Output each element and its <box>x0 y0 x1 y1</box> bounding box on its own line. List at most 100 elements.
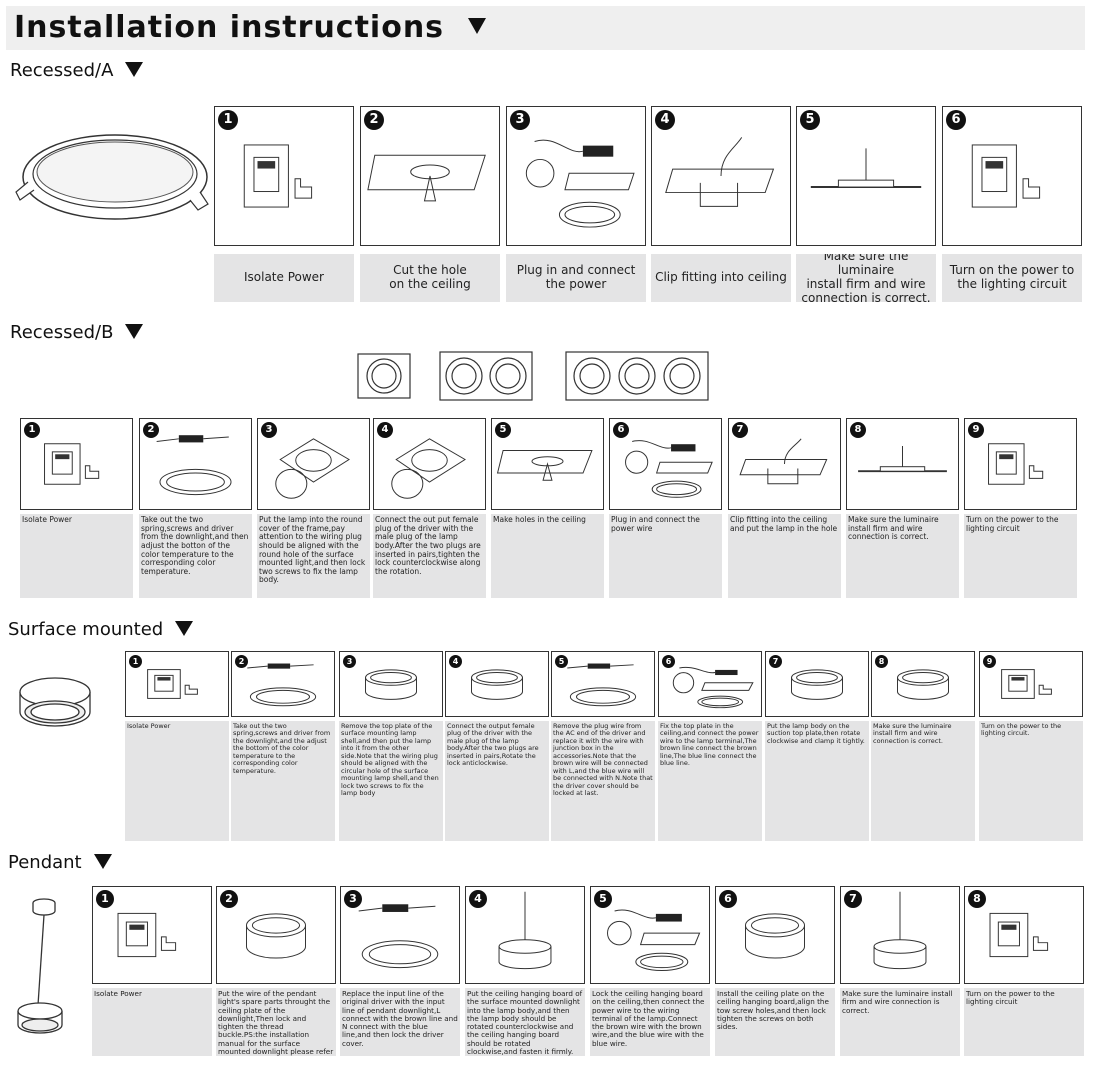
step-illustration: 7 <box>840 886 960 984</box>
step-illustration: 6 <box>715 886 835 984</box>
recessed-b-product-image <box>350 348 730 406</box>
step-caption: Plug in and connect the power wire <box>609 514 722 598</box>
step-illustration: 1 <box>214 106 354 246</box>
step-illustration: 6 <box>942 106 1082 246</box>
step-number-badge: 2 <box>235 655 248 668</box>
step-illustration: 4 <box>373 418 486 510</box>
triangle-down-icon <box>125 62 144 77</box>
step-illustration: 7 <box>765 651 869 717</box>
step-caption: Install the ceiling plate on the ceiling… <box>715 988 835 1056</box>
recessed-a-product-image <box>10 122 210 232</box>
step-number-badge: 5 <box>594 890 612 908</box>
step-number-badge: 5 <box>495 422 511 438</box>
step-illustration: 3 <box>339 651 443 717</box>
title-triangle-icon <box>468 18 486 34</box>
step-number-badge: 8 <box>875 655 888 668</box>
step-caption: Turn on the power to the lighting circui… <box>979 721 1083 841</box>
step-number-badge: 6 <box>946 110 966 130</box>
step-illustration: 4 <box>651 106 791 246</box>
step-illustration: 1 <box>125 651 229 717</box>
step-number-badge: 4 <box>469 890 487 908</box>
step-caption: Isolate Power <box>20 514 133 598</box>
section-heading-pendant: Pendant <box>8 852 112 873</box>
page-title: Installation instructions <box>14 10 445 45</box>
step-caption: Isolate Power <box>214 254 354 302</box>
step-caption: Put the wire of the pendant light's spar… <box>216 988 336 1056</box>
step-number-badge: 6 <box>613 422 629 438</box>
step-illustration: 8 <box>964 886 1084 984</box>
step-number-badge: 1 <box>218 110 238 130</box>
section-heading-recessed-b: Recessed/B <box>10 322 144 343</box>
step-number-badge: 6 <box>719 890 737 908</box>
step-number-badge: 5 <box>800 110 820 130</box>
step-number-badge: 8 <box>968 890 986 908</box>
step-illustration: 2 <box>360 106 500 246</box>
pendant-product-image <box>8 895 72 1045</box>
step-caption: Make sure the luminaire install firm and… <box>796 254 936 302</box>
step-number-badge: 5 <box>555 655 568 668</box>
step-caption: Take out the two spring,screws and drive… <box>139 514 252 598</box>
section-heading-surface-mounted: Surface mounted <box>8 619 194 640</box>
step-illustration: 9 <box>964 418 1077 510</box>
step-illustration: 7 <box>728 418 841 510</box>
surface-mounted-product-image <box>14 670 96 736</box>
step-caption: Fix the top plate in the ceiling,and con… <box>658 721 762 841</box>
step-caption: Isolate Power <box>92 988 212 1056</box>
step-number-badge: 2 <box>364 110 384 130</box>
step-number-badge: 3 <box>510 110 530 130</box>
step-caption: Make holes in the ceiling <box>491 514 604 598</box>
title-bar: Installation instructions <box>6 6 1085 50</box>
step-number-badge: 4 <box>655 110 675 130</box>
step-number-badge: 2 <box>143 422 159 438</box>
step-illustration: 5 <box>491 418 604 510</box>
step-illustration: 1 <box>20 418 133 510</box>
triangle-down-icon <box>175 621 194 636</box>
step-illustration: 4 <box>465 886 585 984</box>
step-number-badge: 9 <box>983 655 996 668</box>
triangle-down-icon <box>93 854 112 869</box>
section-heading-recessed-a: Recessed/A <box>10 60 144 81</box>
step-number-badge: 1 <box>96 890 114 908</box>
step-caption: Clip fitting into ceiling <box>651 254 791 302</box>
step-illustration: 8 <box>846 418 959 510</box>
step-illustration: 9 <box>979 651 1083 717</box>
step-number-badge: 7 <box>732 422 748 438</box>
step-illustration: 1 <box>92 886 212 984</box>
step-number-badge: 4 <box>377 422 393 438</box>
step-number-badge: 1 <box>129 655 142 668</box>
step-number-badge: 8 <box>850 422 866 438</box>
step-illustration: 5 <box>590 886 710 984</box>
step-caption: Cut the hole on the ceiling <box>360 254 500 302</box>
step-illustration: 3 <box>340 886 460 984</box>
step-caption: Take out the two spring,screws and drive… <box>231 721 335 841</box>
step-caption: Turn on the power to the lighting circui… <box>964 514 1077 598</box>
step-number-badge: 6 <box>662 655 675 668</box>
step-illustration: 8 <box>871 651 975 717</box>
step-number-badge: 4 <box>449 655 462 668</box>
step-caption: Lock the ceiling hanging board on the ce… <box>590 988 710 1056</box>
step-caption: Make sure the luminaire install firm and… <box>840 988 960 1056</box>
step-number-badge: 3 <box>343 655 356 668</box>
step-caption: Make sure the luminaire install firm and… <box>871 721 975 841</box>
section-heading-text: Pendant <box>8 852 82 873</box>
step-illustration: 4 <box>445 651 549 717</box>
step-caption: Isolate Power <box>125 721 229 841</box>
step-caption: Turn on the power to the lighting circui… <box>964 988 1084 1056</box>
step-caption: Connect the out put female plug of the d… <box>373 514 486 598</box>
step-caption: Plug in and connect the power <box>506 254 646 302</box>
section-heading-text: Surface mounted <box>8 619 164 640</box>
step-number-badge: 9 <box>968 422 984 438</box>
step-caption: Replace the input line of the original d… <box>340 988 460 1056</box>
step-illustration: 3 <box>506 106 646 246</box>
step-caption: Turn on the power to the lighting circui… <box>942 254 1082 302</box>
step-illustration: 2 <box>216 886 336 984</box>
section-heading-text: Recessed/A <box>10 60 114 81</box>
step-caption: Clip fitting into the ceiling and put th… <box>728 514 841 598</box>
step-caption: Remove the top plate of the surface moun… <box>339 721 443 841</box>
step-number-badge: 7 <box>769 655 782 668</box>
triangle-down-icon <box>125 324 144 339</box>
step-illustration: 5 <box>796 106 936 246</box>
step-illustration: 2 <box>231 651 335 717</box>
step-caption: Put the lamp body on the suction top pla… <box>765 721 869 841</box>
step-number-badge: 2 <box>220 890 238 908</box>
